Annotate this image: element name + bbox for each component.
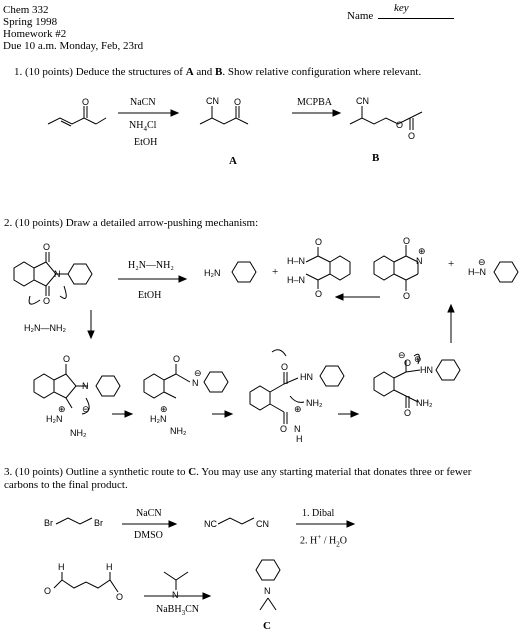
q2-start-o-top: O — [43, 242, 51, 252]
q2-amide-anion-label: H–N — [468, 267, 487, 277]
q1-label-b: B — [372, 152, 380, 164]
q1-a-oxygen: O — [234, 97, 242, 107]
q2-int2-plus: ⊕ — [160, 404, 168, 414]
q2-hydrazide-o-top: O — [315, 237, 323, 247]
q3-reagent-nabh3cn: NaBH3CN — [156, 604, 199, 617]
q3-br-right: Br — [94, 518, 103, 528]
assignment-title: Homework #2 — [3, 28, 67, 40]
q3-piperidine-ring — [255, 559, 281, 581]
q3-dinitrile — [217, 517, 255, 525]
q2-plus-1: + — [272, 266, 279, 278]
due-date: Due 10 a.m. Monday, Feb, 23rd — [3, 40, 144, 52]
q3-reagent-acid-water: 2. H+ / H2O — [300, 533, 347, 549]
q3-reagent-dibal: 1. Dibal — [302, 508, 335, 519]
q3-br-left: Br — [44, 518, 53, 528]
q3-dialdehyde — [61, 579, 119, 593]
q2-prompt: 2. (10 points) Draw a detailed arrow-pus… — [4, 217, 259, 229]
q1-b-cyano: CN — [356, 96, 369, 106]
q1-reagent-nh4cl: NH4Cl — [129, 120, 157, 133]
q2-start-o-bottom: O — [43, 296, 51, 306]
name-label: Name — [347, 10, 374, 22]
q2-int1-h2n: H₂N — [46, 414, 63, 424]
q2-int1-nh2: NH₂ — [70, 428, 87, 438]
q2-int4-o: O — [404, 358, 412, 368]
q2-int3-h: H — [296, 434, 303, 444]
q2-hydrazide-o-bottom: O — [315, 289, 323, 299]
course-title: Chem 332 — [3, 4, 49, 16]
q2-int2-nh2: NH₂ — [170, 426, 187, 436]
q3-reagent-dmso: DMSO — [134, 530, 163, 541]
q3-product-n: N — [264, 586, 271, 596]
q1-product-a — [199, 117, 249, 125]
q3-reagent-nacn: NaCN — [136, 508, 162, 519]
q2-int2-minus: ⊖ — [194, 368, 202, 378]
q1-label-a: A — [229, 155, 237, 167]
q1-start-oxygen: O — [82, 97, 90, 107]
q2-hydrazine-nucleophile: H₂N—NH₂ — [24, 323, 66, 333]
q3-dibromobutane — [55, 517, 93, 525]
q2-int3-hn: HN — [300, 372, 313, 382]
q3-amine-n: N — [172, 590, 179, 600]
q3-isopropylamine — [163, 571, 189, 581]
q3-aldehyde-h-right: H — [106, 562, 113, 572]
q3-prompt: 3. (10 points) Outline a synthetic route… — [4, 466, 472, 478]
q2-protonated-nh: N — [416, 256, 423, 266]
q1-reagent-nacn: NaCN — [130, 97, 156, 108]
q1-start-enone — [47, 117, 97, 125]
q2-int4-hn: HN — [420, 365, 433, 375]
q2-reagent-etoh: EtOH — [138, 290, 162, 301]
q2-int1-minus: ⊖ — [82, 404, 90, 414]
q1-reagent-etoh: EtOH — [134, 137, 158, 148]
q2-int3-o-top: O — [281, 362, 289, 372]
q1-b-carbonyl-oxygen: O — [408, 131, 416, 141]
q3-aldehyde-h-left: H — [58, 562, 65, 572]
q2-int1-n: N — [82, 381, 89, 391]
q1-a-cyano: CN — [206, 96, 219, 106]
q3-label-c: C — [263, 620, 271, 632]
q2-start-n: N — [54, 269, 61, 279]
q2-protonated-o-top: O — [403, 236, 411, 246]
q3-nc-label: NC — [204, 519, 217, 529]
q1-prompt: 1. (10 points) Deduce the structures of … — [14, 66, 422, 78]
q2-int1-plus: ⊕ — [58, 404, 66, 414]
q3-aldehyde-o-left: O — [44, 586, 52, 596]
q2-int2-o: O — [173, 354, 181, 364]
q3-cn-label: CN — [256, 519, 269, 529]
q2-plus-2: + — [448, 258, 455, 270]
q2-int1-o: O — [63, 354, 71, 364]
q2-hydrazide-nh-top: H–N — [287, 256, 306, 266]
q2-int3-o-bottom: O — [280, 424, 288, 434]
q2-protonated-plus: ⊕ — [418, 246, 426, 256]
name-field-line — [378, 18, 454, 19]
q2-hydrazide-nh-bottom: H–N — [287, 275, 306, 285]
q2-int4-o-bottom: O — [404, 408, 412, 418]
q2-int2-h2n: H₂N — [150, 414, 167, 424]
q2-reagent-hydrazine: H₂N—NH₂ — [128, 260, 174, 271]
q2-int4-nh2: NH₂ — [416, 398, 433, 408]
q2-int3-nh: N — [294, 424, 301, 434]
q2-amine-label: H₂N — [204, 268, 221, 278]
name-value: key — [394, 2, 409, 14]
q2-amide-anion-minus: ⊖ — [478, 257, 486, 267]
q1-reagent-mcpba: MCPBA — [297, 97, 333, 108]
q2-protonated-o-bottom: O — [403, 291, 411, 301]
q1-b-oxygen: O — [396, 120, 404, 130]
q2-int3-nh2: NH₂ — [306, 398, 323, 408]
q1-product-b — [349, 117, 411, 125]
q3-aldehyde-o-right: O — [116, 592, 124, 602]
q2-int4-ominus: ⊖ — [398, 350, 406, 360]
q3-prompt-continued: carbons to the final product. — [4, 479, 128, 491]
q2-int4-plus: ⊕ — [414, 354, 422, 364]
q2-int2-n: N — [192, 378, 199, 388]
term: Spring 1998 — [3, 16, 58, 28]
q2-int3-plus: ⊕ — [294, 404, 302, 414]
